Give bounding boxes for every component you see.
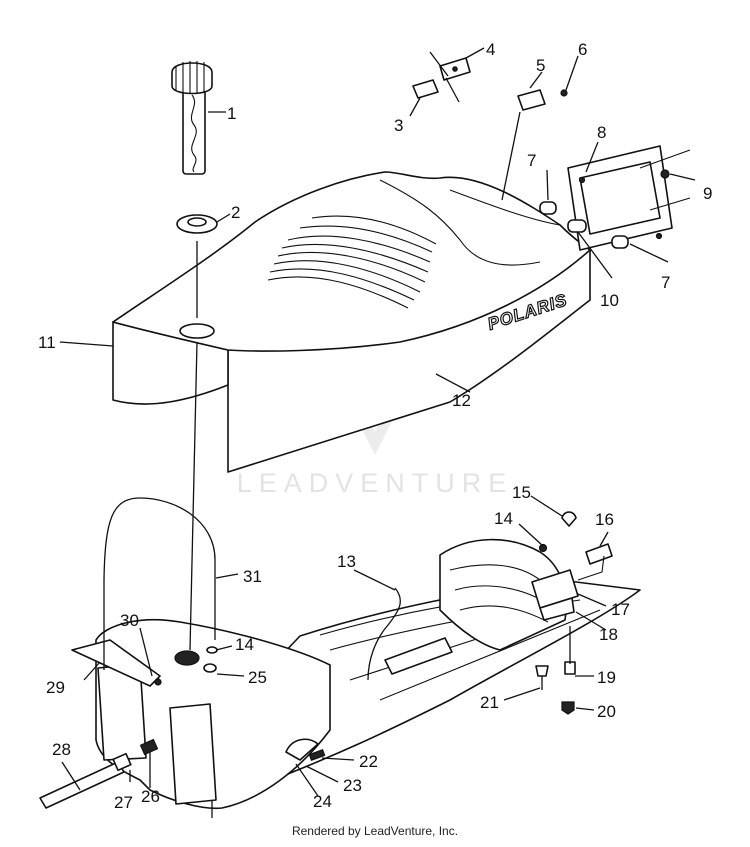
callout-8: 8 [597, 123, 606, 142]
callout-20: 20 [597, 702, 616, 721]
clamp-25 [203, 663, 217, 673]
callout-19: 19 [597, 668, 616, 687]
clip-part-3 [412, 79, 439, 99]
callout-4: 4 [486, 40, 495, 59]
stud-part-7a [539, 201, 557, 215]
fitting-26 [139, 738, 159, 756]
screw-part-6 [560, 89, 568, 97]
callout-11: 11 [38, 333, 56, 352]
tank-right-pod [169, 703, 217, 805]
stud-part-7b [611, 235, 629, 249]
fitting-27 [112, 752, 132, 772]
callout-30: 30 [120, 611, 139, 630]
bulb-part-10 [567, 219, 587, 233]
fuel-line-28 [39, 761, 125, 809]
fuel-cap-icon [171, 62, 213, 95]
callout-14a: 14 [494, 509, 513, 528]
screw-part-9 [660, 169, 670, 179]
callout-1: 1 [227, 104, 236, 123]
pin-21 [535, 665, 549, 677]
callout-labels: 1 2 3 4 5 6 7 8 9 10 7 11 12 13 14 15 16… [38, 40, 712, 812]
callout-7a: 7 [527, 151, 536, 170]
callout-24: 24 [313, 792, 332, 811]
cutaway-23 [285, 738, 319, 761]
seat-contour-line [379, 179, 541, 266]
clip-22 [308, 749, 326, 761]
washer-14 [206, 646, 218, 654]
small-hardware [412, 51, 568, 201]
plate-18 [539, 597, 575, 621]
latch-17 [531, 569, 579, 609]
callout-13: 13 [337, 552, 356, 571]
leader-lines [59, 47, 669, 818]
seat-filler-hole [179, 323, 215, 339]
callout-16: 16 [595, 510, 614, 529]
fuel-line-13 [367, 587, 401, 681]
taillight-assembly [539, 145, 696, 251]
callout-21: 21 [480, 693, 499, 712]
callout-23: 23 [343, 776, 362, 795]
watermark-text: LEADVENTURE [237, 468, 514, 498]
callout-27: 27 [114, 793, 133, 812]
callout-2: 2 [231, 203, 240, 222]
callout-3: 3 [394, 116, 403, 135]
tray-channel [384, 637, 453, 675]
grommet-assembly [176, 214, 218, 234]
screw-30 [154, 678, 162, 686]
vent-hose-31 [103, 497, 216, 640]
callout-17: 17 [611, 600, 630, 619]
callout-25: 25 [248, 668, 267, 687]
seat-assembly: POLARIS [112, 171, 591, 473]
bracket-16 [585, 543, 613, 565]
seat-rear-strap [449, 189, 561, 226]
callout-31: 31 [243, 567, 262, 586]
callout-5: 5 [536, 56, 545, 75]
callout-29: 29 [46, 678, 65, 697]
filler-neck [174, 650, 200, 666]
callout-14b: 14 [235, 635, 254, 654]
seat-top [112, 171, 591, 352]
callout-7b: 7 [661, 273, 670, 292]
callout-26: 26 [141, 787, 160, 806]
callout-18: 18 [599, 625, 618, 644]
callout-28: 28 [52, 740, 71, 759]
callout-10: 10 [600, 291, 619, 310]
bolt-20 [561, 701, 575, 715]
callout-6: 6 [578, 40, 587, 59]
callout-12: 12 [452, 391, 471, 410]
fuel-tank-assembly [39, 497, 641, 810]
callout-22: 22 [359, 752, 378, 771]
callout-15: 15 [512, 483, 531, 502]
strap-29 [71, 639, 161, 687]
callout-9: 9 [703, 184, 712, 203]
nut-14b [538, 543, 548, 553]
fuel-cap-assembly [171, 61, 213, 175]
credit-footer: Rendered by LeadVenture, Inc. [291, 824, 459, 838]
seat-cushion-ridges [267, 215, 437, 309]
plate-part-5 [517, 89, 546, 111]
button-15 [561, 511, 577, 527]
